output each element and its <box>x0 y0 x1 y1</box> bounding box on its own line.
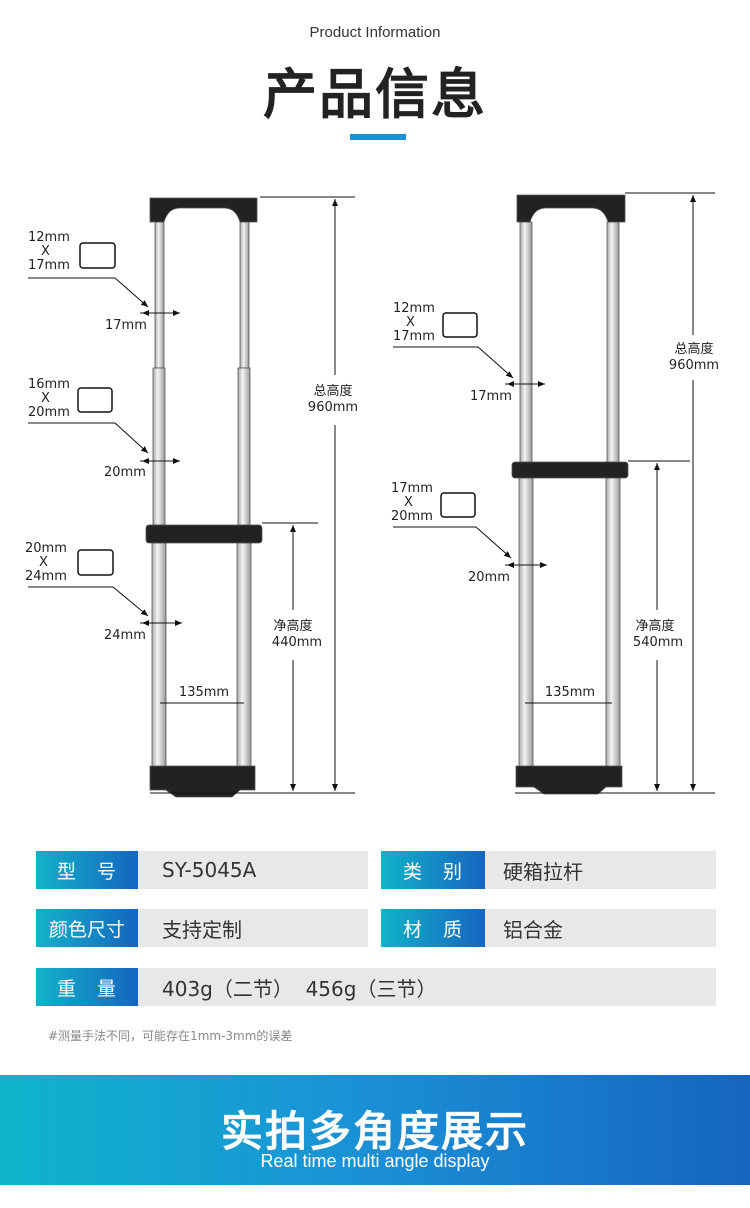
size-x: X <box>41 391 50 406</box>
banner-subtitle: Real time multi angle display <box>260 1151 490 1171</box>
model-label: 型 号 <box>36 851 138 889</box>
dimension-lines <box>28 192 715 794</box>
net-height-value: 540mm <box>633 635 683 650</box>
tube-width: 20mm <box>468 570 510 585</box>
size-b: 24mm <box>25 569 67 584</box>
material-value: 铝合金 <box>485 909 716 947</box>
size-a: 16mm <box>28 377 70 392</box>
section-banner <box>0 1075 750 1185</box>
type-label: 类 别 <box>381 851 485 889</box>
size-a: 12mm <box>393 301 435 316</box>
weight-value: 403g（二节） 456g（三节） <box>138 968 716 1006</box>
size-x: X <box>41 244 50 259</box>
handle-width: 135mm <box>545 685 595 700</box>
section-subtitle: Product Information <box>309 24 441 41</box>
tube-width: 17mm <box>470 389 512 404</box>
color-size-label: 颜色尺寸 <box>36 909 138 947</box>
right-trolley-handle <box>511 194 629 795</box>
material-label: 材 质 <box>381 909 485 947</box>
net-height-label: 净高度 <box>273 618 312 634</box>
handle-width: 135mm <box>179 685 229 700</box>
net-height-label: 净高度 <box>635 618 674 634</box>
left-trolley-handle <box>145 197 263 798</box>
size-a: 12mm <box>28 230 70 245</box>
banner-title: 实拍多角度展示 <box>220 1107 529 1156</box>
title-underline <box>350 134 406 140</box>
total-height-value: 960mm <box>308 400 358 415</box>
tube-width: 17mm <box>105 318 147 333</box>
size-x: X <box>406 315 415 330</box>
model-value: SY-5045A <box>138 851 368 889</box>
size-b: 20mm <box>391 509 433 524</box>
size-x: X <box>404 495 413 510</box>
tube-width: 24mm <box>104 628 146 643</box>
size-x: X <box>39 555 48 570</box>
net-height-value: 440mm <box>272 635 322 650</box>
total-height-label: 总高度 <box>313 383 352 399</box>
total-height-value: 960mm <box>669 358 719 373</box>
total-height-label: 总高度 <box>674 341 713 357</box>
size-b: 20mm <box>28 405 70 420</box>
page-title: 产品信息 <box>263 63 487 126</box>
right-dimension-labels: 12mm X 17mm 17mm 17mm X 20mm 20mm 总高度 96… <box>391 301 719 700</box>
tube-width: 20mm <box>104 465 146 480</box>
size-b: 17mm <box>393 329 435 344</box>
left-dimension-labels: 12mm X 17mm 17mm 16mm X 20mm 20mm 20mm X… <box>25 230 358 700</box>
size-b: 17mm <box>28 258 70 273</box>
weight-label: 重 量 <box>36 968 138 1006</box>
type-value: 硬箱拉杆 <box>485 851 716 889</box>
measurement-note: #测量手法不同，可能存在1mm-3mm的误差 <box>48 1029 293 1043</box>
trolley-diagrams: 12mm X 17mm 17mm 16mm X 20mm 20mm 20mm X… <box>25 192 719 798</box>
size-a: 17mm <box>391 481 433 496</box>
color-size-value: 支持定制 <box>138 909 368 947</box>
size-a: 20mm <box>25 541 67 556</box>
